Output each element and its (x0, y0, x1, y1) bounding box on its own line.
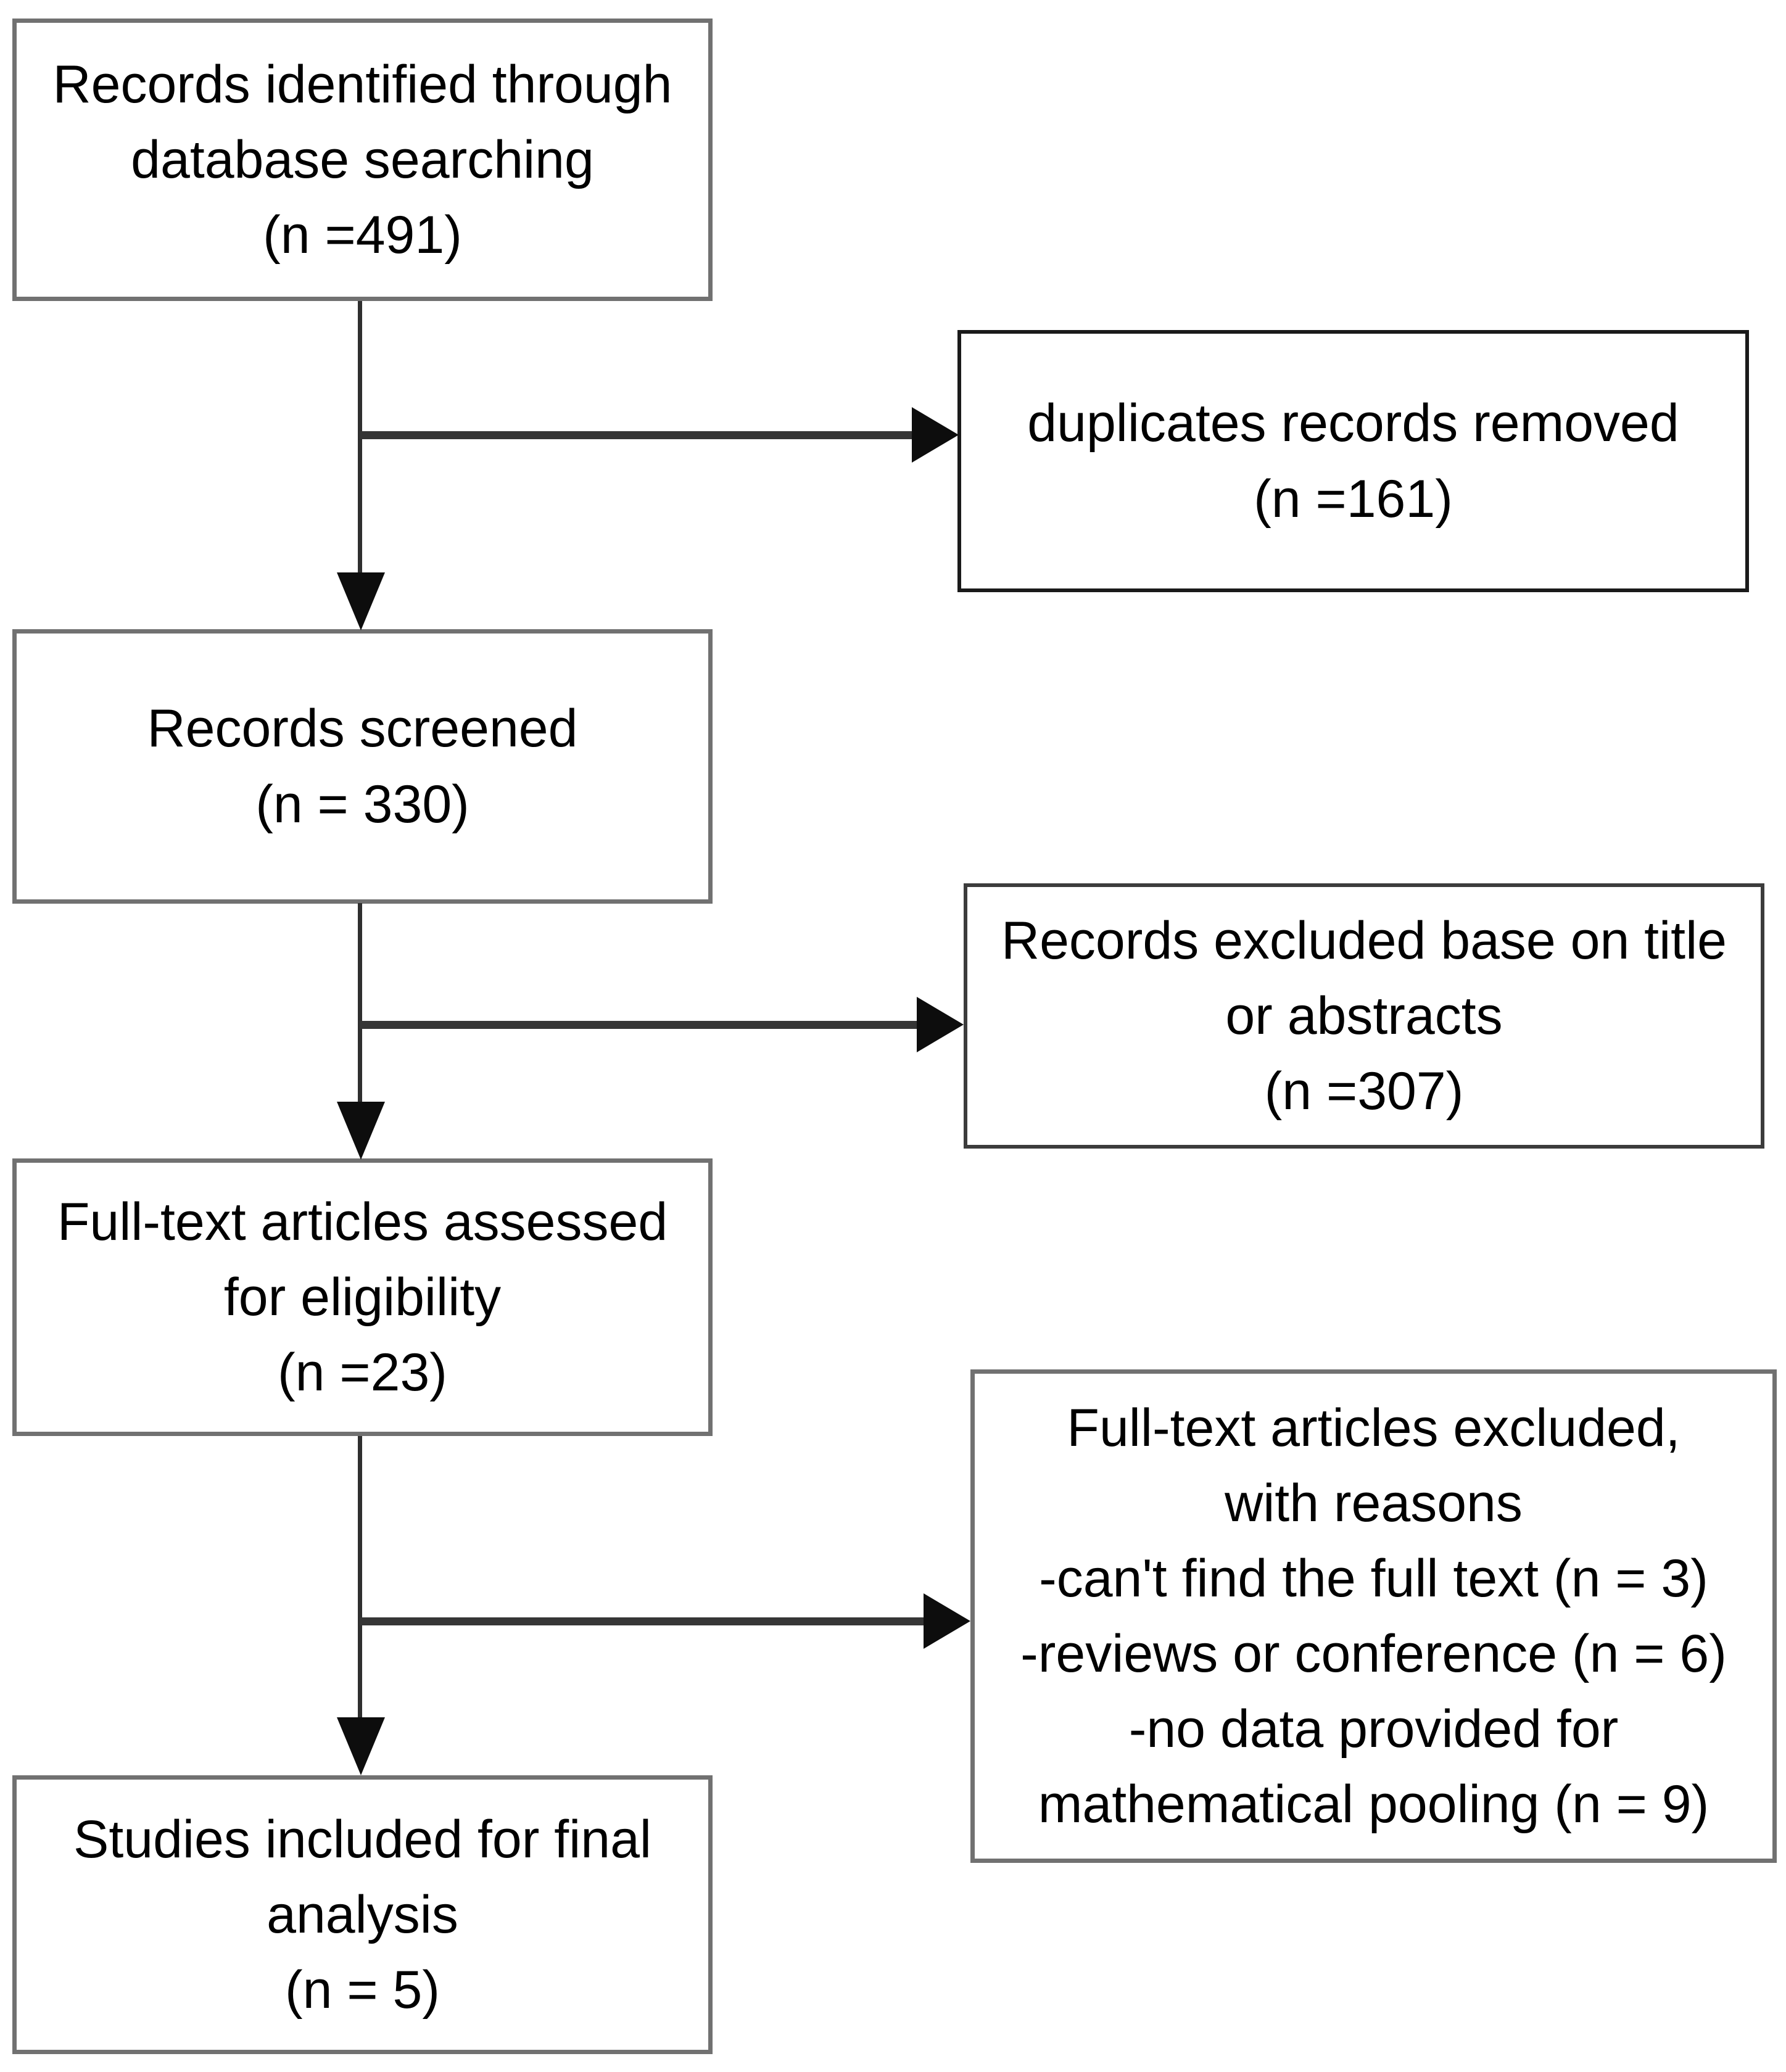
box-duplicates-removed: duplicates records removed (n =161) (957, 330, 1749, 592)
box-fulltext-assessed-text: Full-text articles assessed for eligibil… (57, 1192, 668, 1403)
box-studies-included-text: Studies included for final analysis (n =… (73, 1809, 651, 2020)
arrow-identified-to-screened-head (337, 572, 385, 630)
box-records-identified-text: Records identified through database sear… (52, 54, 672, 265)
arrow-screened-to-fulltext-shaft (358, 903, 362, 1104)
arrow-identified-to-duplicates-head (912, 407, 959, 463)
arrow-fulltext-to-included-head (337, 1717, 385, 1775)
box-fulltext-excluded: Full-text articles excluded, with reason… (970, 1369, 1777, 1863)
box-studies-included: Studies included for final analysis (n =… (12, 1775, 713, 2054)
box-fulltext-excluded-text: Full-text articles excluded, with reason… (1020, 1398, 1727, 1835)
box-records-excluded: Records excluded base on title or abstra… (964, 883, 1764, 1149)
box-duplicates-removed-text: duplicates records removed (n =161) (1027, 394, 1679, 529)
arrow-screened-to-fulltext-head (337, 1102, 385, 1160)
box-fulltext-assessed: Full-text articles assessed for eligibil… (12, 1158, 713, 1436)
arrow-fulltext-to-ftexcluded-head (924, 1593, 970, 1649)
arrow-fulltext-to-included-shaft (358, 1436, 362, 1719)
arrow-identified-to-duplicates-shaft (360, 431, 915, 439)
arrow-screened-to-excluded-shaft (360, 1021, 918, 1029)
box-records-identified: Records identified through database sear… (12, 19, 713, 301)
arrow-screened-to-excluded-head (917, 997, 964, 1052)
box-records-excluded-text: Records excluded base on title or abstra… (1001, 910, 1727, 1121)
box-records-screened: Records screened (n = 330) (12, 629, 713, 904)
arrow-fulltext-to-ftexcluded-shaft (360, 1617, 924, 1625)
box-records-screened-text: Records screened (n = 330) (147, 699, 578, 834)
